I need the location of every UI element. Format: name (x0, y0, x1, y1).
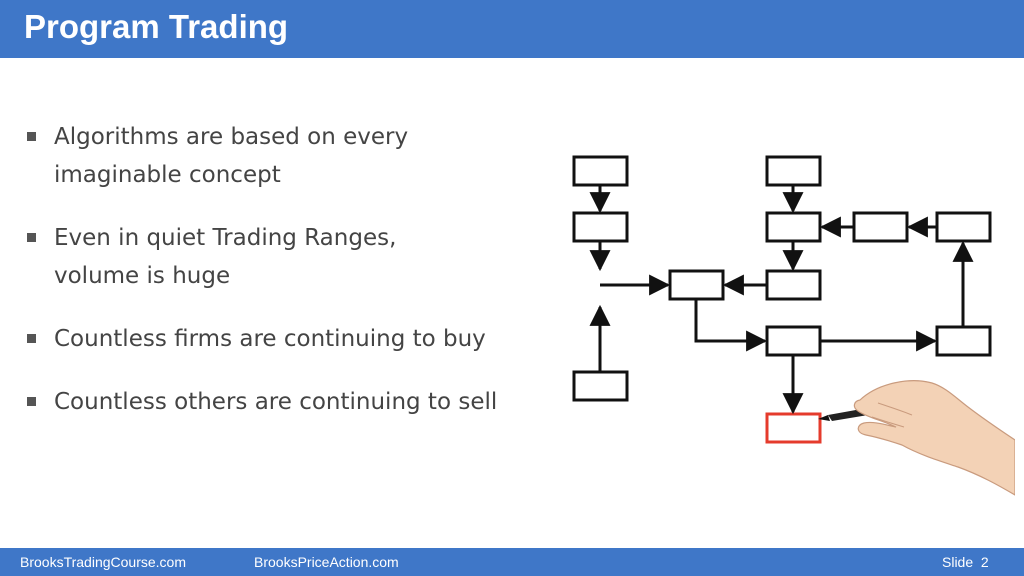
bullet-item: Countless others are continuing to sell (22, 383, 542, 421)
bullet-item: Countless firms are continuing to buy (22, 320, 542, 358)
flow-box (668, 269, 725, 301)
bullet-text: Algorithms are based on every imaginable… (54, 124, 409, 188)
flow-box (852, 211, 909, 243)
flow-box (765, 269, 822, 301)
flow-box (935, 211, 992, 243)
flow-box-highlight (765, 412, 822, 444)
flow-box (572, 155, 629, 187)
title-bar: Program Trading (0, 0, 1024, 58)
flow-box (572, 211, 629, 243)
flow-box (765, 155, 822, 187)
slide-label: Slide (942, 554, 974, 570)
square-bullet-icon (27, 397, 36, 406)
bullet-list: Algorithms are based on every imaginable… (22, 118, 542, 446)
footer-site-left: BrooksTradingCourse.com (20, 554, 186, 570)
flowchart-diagram (572, 155, 1015, 496)
slide-number: Slide 2 (942, 554, 989, 570)
slide-title: Program Trading (24, 8, 289, 45)
bullet-item: Algorithms are based on every imaginable… (22, 118, 444, 194)
square-bullet-icon (27, 233, 36, 242)
bullet-item: Even in quiet Trading Ranges, volume is … (22, 219, 424, 295)
footer-site-center: BrooksPriceAction.com (254, 554, 399, 570)
hand-with-marker-icon (818, 380, 1015, 496)
square-bullet-icon (27, 334, 36, 343)
footer-bar: BrooksTradingCourse.com BrooksPriceActio… (0, 548, 1024, 576)
flow-box (572, 370, 629, 402)
slide-number-value: 2 (980, 554, 989, 570)
bullet-text: Countless others are continuing to sell (54, 389, 498, 415)
bullet-text: Countless firms are continuing to buy (54, 326, 486, 352)
bullet-text: Even in quiet Trading Ranges, volume is … (54, 225, 397, 289)
flow-box (765, 325, 822, 357)
flow-box (935, 325, 992, 357)
flow-box (765, 211, 822, 243)
flow-arrow (694, 299, 768, 352)
square-bullet-icon (27, 132, 36, 141)
